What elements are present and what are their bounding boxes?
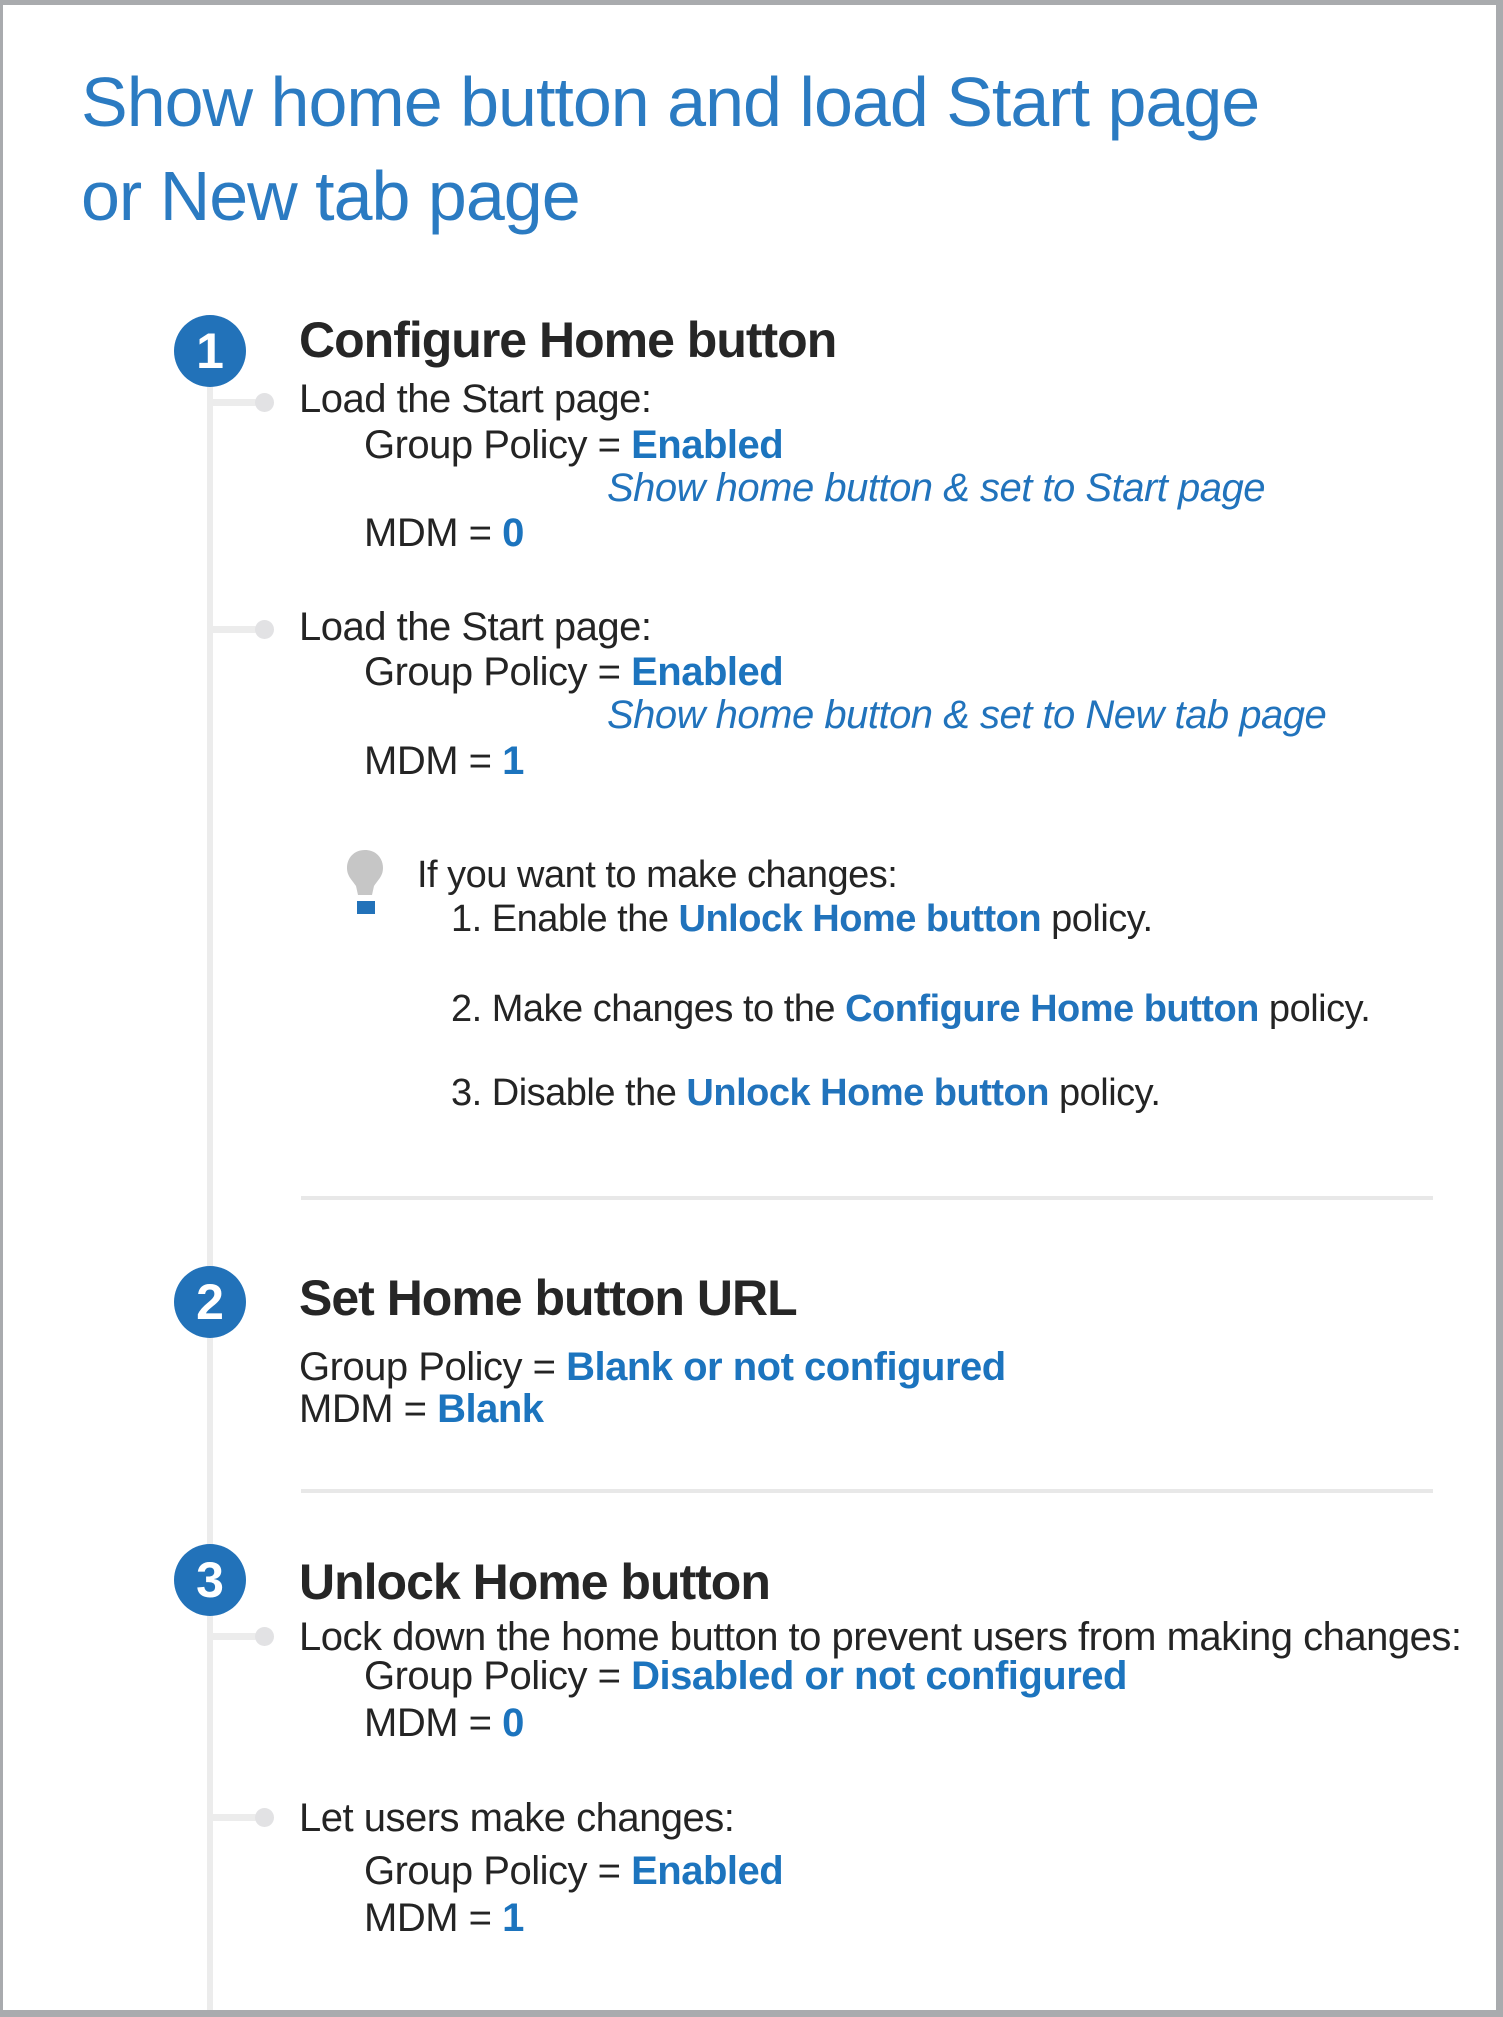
step-2-heading: Set Home button URL: [299, 1270, 798, 1326]
tip-intro: If you want to make changes:: [417, 854, 898, 896]
group-policy-label: Group Policy =: [364, 423, 632, 467]
group-policy-line: Group Policy = Enabled: [364, 1849, 784, 1894]
mdm-label: MDM =: [364, 739, 503, 783]
group-policy-line: Group Policy = Enabled: [364, 650, 784, 695]
branch-dot: [255, 1627, 274, 1646]
step-3-heading: Unlock Home button: [299, 1554, 771, 1610]
page-title: Show home button and load Start page or …: [81, 55, 1260, 243]
group-policy-line: Group Policy = Blank or not configured: [299, 1345, 1006, 1390]
tip-item-prefix: 3. Disable the: [451, 1072, 687, 1114]
branch-dot: [255, 1808, 274, 1827]
group-policy-value: Enabled: [631, 1849, 784, 1893]
bullet-label: Load the Start page:: [299, 605, 652, 649]
branch-connector: [210, 399, 258, 406]
step-1-number: 1: [196, 323, 224, 379]
branch-connector: [210, 1633, 258, 1640]
step-2-badge: 2: [174, 1266, 246, 1338]
step-2-number: 2: [196, 1274, 224, 1330]
group-policy-label: Group Policy =: [364, 1849, 632, 1893]
policy-name: Unlock Home button: [686, 1072, 1049, 1114]
tip-item: 3. Disable the Unlock Home button policy…: [451, 1072, 1161, 1115]
step-1-badge: 1: [174, 315, 246, 387]
tip-item-prefix: 1. Enable the: [451, 898, 679, 940]
step-3-badge: 3: [174, 1544, 246, 1616]
mdm-line: MDM = 1: [364, 1896, 524, 1941]
group-policy-value: Enabled: [631, 423, 784, 467]
group-policy-label: Group Policy =: [364, 650, 632, 694]
mdm-value: 0: [502, 511, 524, 555]
page-title-line1: Show home button and load Start page: [81, 63, 1260, 141]
tip-item-suffix: policy.: [1041, 898, 1153, 940]
mdm-label: MDM =: [299, 1387, 438, 1431]
tip-item-suffix: policy.: [1048, 1072, 1161, 1114]
bullet-label: Lock down the home button to prevent use…: [299, 1615, 1462, 1659]
policy-name: Configure Home button: [845, 988, 1259, 1030]
policy-note: Show home button & set to New tab page: [607, 693, 1327, 737]
mdm-label: MDM =: [364, 511, 503, 555]
step-1-heading: Configure Home button: [299, 312, 837, 368]
policy-name: Unlock Home button: [678, 898, 1042, 940]
group-policy-label: Group Policy =: [299, 1345, 567, 1389]
bullet-label: Let users make changes:: [299, 1796, 735, 1840]
mdm-value: 1: [502, 1896, 524, 1940]
group-policy-line: Group Policy = Disabled or not configure…: [364, 1654, 1127, 1699]
mdm-value: 0: [502, 1701, 524, 1745]
step-3-number: 3: [196, 1552, 224, 1608]
mdm-line: MDM = Blank: [299, 1387, 544, 1432]
branch-connector: [210, 626, 258, 633]
branch-dot: [255, 393, 274, 412]
mdm-value: 1: [502, 739, 524, 783]
mdm-value: Blank: [437, 1387, 544, 1431]
policy-note: Show home button & set to Start page: [607, 466, 1265, 510]
section-divider: [301, 1196, 1433, 1200]
tip-item-prefix: 2. Make changes to the: [451, 988, 846, 1030]
group-policy-value: Blank or not configured: [566, 1345, 1006, 1389]
lightbulb-icon: [343, 848, 387, 922]
mdm-label: MDM =: [364, 1896, 503, 1940]
group-policy-value: Disabled or not configured: [631, 1654, 1127, 1698]
mdm-line: MDM = 1: [364, 739, 524, 784]
group-policy-label: Group Policy =: [364, 1654, 632, 1698]
mdm-line: MDM = 0: [364, 511, 524, 556]
section-divider: [301, 1489, 1433, 1493]
page-title-line2: or New tab page: [81, 157, 581, 235]
connector-vertical-line: [207, 385, 213, 2010]
mdm-line: MDM = 0: [364, 1701, 524, 1746]
bullet-label: Load the Start page:: [299, 377, 652, 421]
group-policy-value: Enabled: [631, 650, 784, 694]
mdm-label: MDM =: [364, 1701, 503, 1745]
branch-connector: [210, 1814, 258, 1821]
tip-item: 1. Enable the Unlock Home button policy.: [451, 898, 1153, 941]
group-policy-line: Group Policy = Enabled: [364, 423, 784, 468]
tip-item: 2. Make changes to the Configure Home bu…: [451, 988, 1371, 1031]
tip-item-suffix: policy.: [1258, 988, 1371, 1030]
branch-dot: [255, 620, 274, 639]
